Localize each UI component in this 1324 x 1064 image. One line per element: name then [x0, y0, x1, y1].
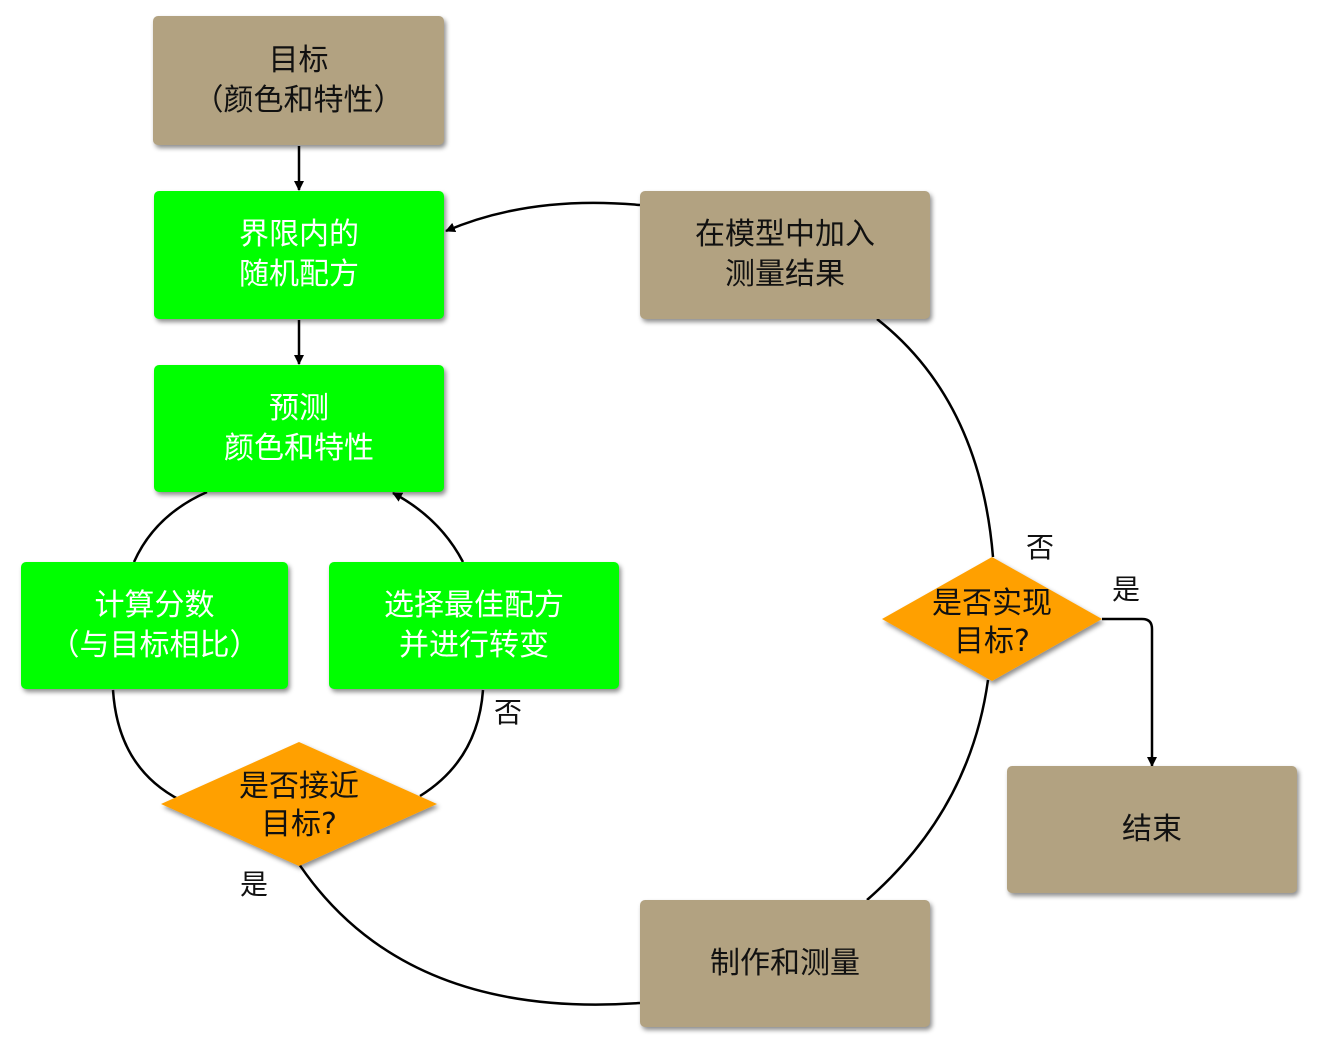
make-measure-line1: 制作和测量 — [710, 945, 860, 981]
make-measure-box[interactable]: 制作和测量 — [640, 900, 930, 1027]
calc-score-box[interactable]: 计算分数 （与目标相比） — [21, 562, 288, 689]
random-recipes-box[interactable]: 界限内的 随机配方 — [154, 191, 444, 319]
arrow-goal-to-end — [1102, 617, 1157, 767]
random-recipes-line2: 随机配方 — [239, 257, 359, 292]
close-yes-label: 是 — [240, 868, 269, 901]
target-line2: （颜色和特性） — [193, 82, 404, 118]
close-decision-line2: 目标? — [261, 807, 337, 842]
select-best-line1: 选择最佳配方 — [384, 587, 564, 623]
random-recipes-line1: 界限内的 — [239, 217, 359, 252]
end-line1: 结束 — [1122, 811, 1182, 847]
close-no-label: 否 — [494, 696, 523, 729]
arc-add-to-random — [445, 201, 641, 233]
arc-select-to-predict — [392, 491, 465, 563]
goal-decision-text[interactable]: 是否实现 目标? — [892, 585, 1092, 661]
arc-make-to-goal — [866, 679, 990, 901]
arc-calc-to-close — [111, 689, 181, 802]
goal-decision-line2: 目标? — [954, 624, 1030, 659]
close-decision-diamond — [161, 742, 437, 866]
goal-yes-label: 是 — [1112, 573, 1141, 606]
end-box[interactable]: 结束 — [1007, 766, 1297, 893]
arc-predict-to-calc — [132, 490, 208, 563]
predict-line2: 颜色和特性 — [224, 430, 374, 466]
arc-goal-to-add — [876, 318, 995, 558]
close-decision-line1: 是否接近 — [239, 769, 359, 804]
select-best-box[interactable]: 选择最佳配方 并进行转变 — [329, 562, 619, 689]
calc-score-line1: 计算分数 — [94, 587, 215, 623]
arc-close-to-make — [293, 857, 641, 1006]
calc-score-line2: （与目标相比） — [49, 627, 260, 663]
predict-line1: 预测 — [269, 390, 329, 426]
goal-no-label: 否 — [1026, 531, 1055, 564]
goal-decision-line1: 是否实现 — [932, 586, 1052, 621]
predict-box[interactable]: 预测 颜色和特性 — [154, 365, 444, 492]
add-measurements-line2: 测量结果 — [725, 257, 845, 292]
add-measurements-box[interactable]: 在模型中加入 测量结果 — [640, 191, 930, 319]
arc-close-to-select — [419, 689, 485, 798]
select-best-line2: 并进行转变 — [399, 627, 549, 663]
target-box[interactable]: 目标 （颜色和特性） — [153, 16, 444, 145]
target-line1: 目标 — [268, 42, 329, 78]
goal-decision-diamond — [882, 557, 1102, 681]
close-decision-text[interactable]: 是否接近 目标? — [199, 768, 399, 844]
add-measurements-line1: 在模型中加入 — [695, 217, 875, 252]
